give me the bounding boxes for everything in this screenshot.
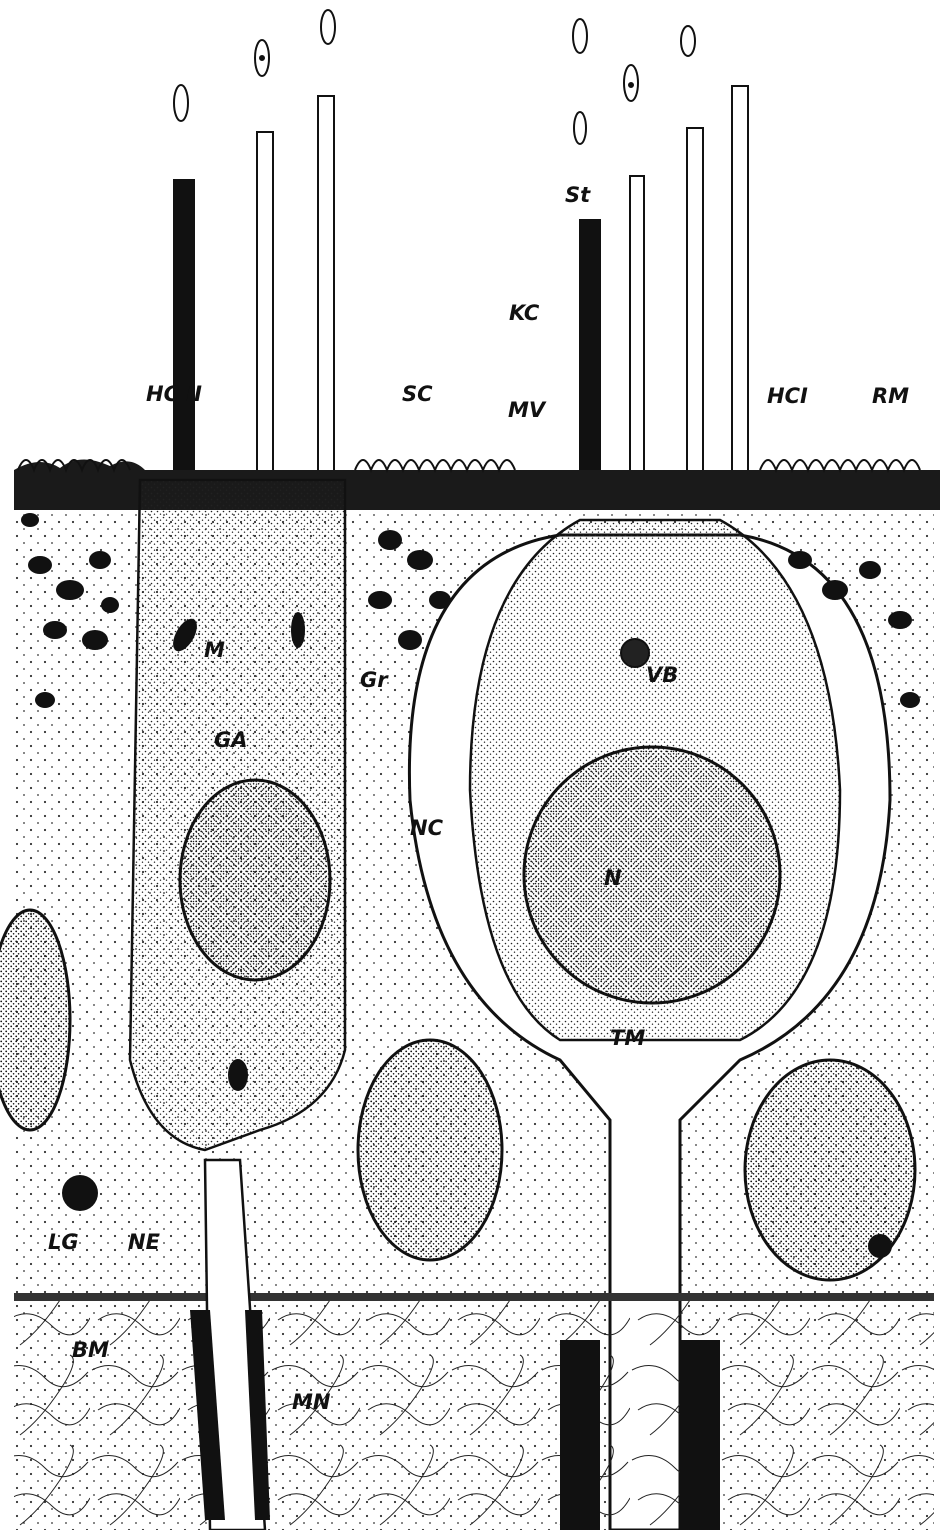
label-hair-cell-2: HC II xyxy=(146,384,202,405)
label-nerve-endings: NE xyxy=(128,1232,160,1253)
stereocilium-left-1 xyxy=(257,132,273,485)
kinocilium-left xyxy=(174,180,194,485)
label-supporting-cell: SC xyxy=(402,384,433,405)
label-basement-membrane: BM xyxy=(72,1340,109,1361)
label-kinocilium: KC xyxy=(509,303,539,324)
label-hair-cell-1: HCI xyxy=(767,386,808,407)
kinocilium-right xyxy=(580,220,600,485)
connective-tissue xyxy=(14,1301,934,1530)
stereocilium-left-2 xyxy=(318,96,334,485)
label-microvilli: MV xyxy=(508,400,545,421)
granule-right xyxy=(868,1234,892,1258)
label-myelinated-nerve: MN xyxy=(292,1392,330,1413)
stereocilium-right-1 xyxy=(630,176,644,485)
hair-cell-2-nucleus xyxy=(180,780,330,980)
stereocilium-right-3 xyxy=(732,86,748,485)
floating-vesicles xyxy=(174,10,695,144)
label-granules: Gr xyxy=(360,670,388,691)
label-golgi-apparatus: GA xyxy=(214,730,248,751)
hair-cell-1-nucleus xyxy=(524,747,780,1003)
label-nucleus: N xyxy=(604,868,622,889)
microvilli xyxy=(18,460,920,470)
cilia-bundles xyxy=(174,86,748,485)
label-mitochondria: M xyxy=(204,640,225,661)
myelin-sheath-right-a xyxy=(560,1340,600,1530)
supporting-cell-nucleus-middle xyxy=(358,1040,502,1260)
myelin-sheath-right-b xyxy=(680,1340,720,1530)
label-nerve-calyx: NC xyxy=(410,818,443,839)
label-lipid-granule: LG xyxy=(48,1232,79,1253)
label-tm: TM xyxy=(610,1028,645,1049)
lipid-granule xyxy=(62,1175,98,1211)
label-stereocilium: St xyxy=(565,185,590,206)
vesicular-body xyxy=(621,639,649,667)
stereocilium-right-2 xyxy=(687,128,703,485)
basement-membrane xyxy=(14,1293,934,1301)
label-reticular-membrane: RM xyxy=(872,386,909,407)
supporting-cell-nucleus-left xyxy=(0,910,70,1130)
label-vesicular-body: VB xyxy=(646,665,678,686)
